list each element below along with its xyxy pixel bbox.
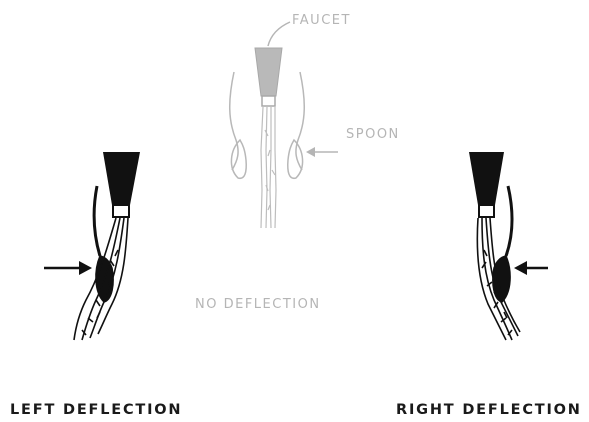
- spoon-icon: [493, 186, 512, 302]
- faucet-tip: [479, 205, 494, 217]
- water-stream: [261, 107, 276, 228]
- arrow-icon: [44, 261, 92, 275]
- right-deflection-label: RIGHT DEFLECTION: [396, 402, 582, 418]
- faucet-tip: [113, 205, 129, 217]
- faucet-label: FAUCET: [292, 13, 351, 28]
- left-deflection-label: LEFT DEFLECTION: [10, 402, 182, 418]
- no-deflection-figure: [230, 22, 338, 228]
- left-deflection-figure: [44, 152, 140, 340]
- arrow-icon: [514, 261, 548, 275]
- faucet-icon: [469, 152, 504, 205]
- spoon-arrow: [306, 147, 338, 157]
- right-deflection-figure: [469, 152, 548, 340]
- no-deflection-label: NO DEFLECTION: [195, 297, 321, 312]
- spoon-label: SPOON: [346, 127, 400, 142]
- faucet-tip: [262, 96, 275, 106]
- faucet-icon: [255, 48, 282, 96]
- faucet-leader-line: [268, 22, 290, 46]
- faucet-icon: [103, 152, 140, 205]
